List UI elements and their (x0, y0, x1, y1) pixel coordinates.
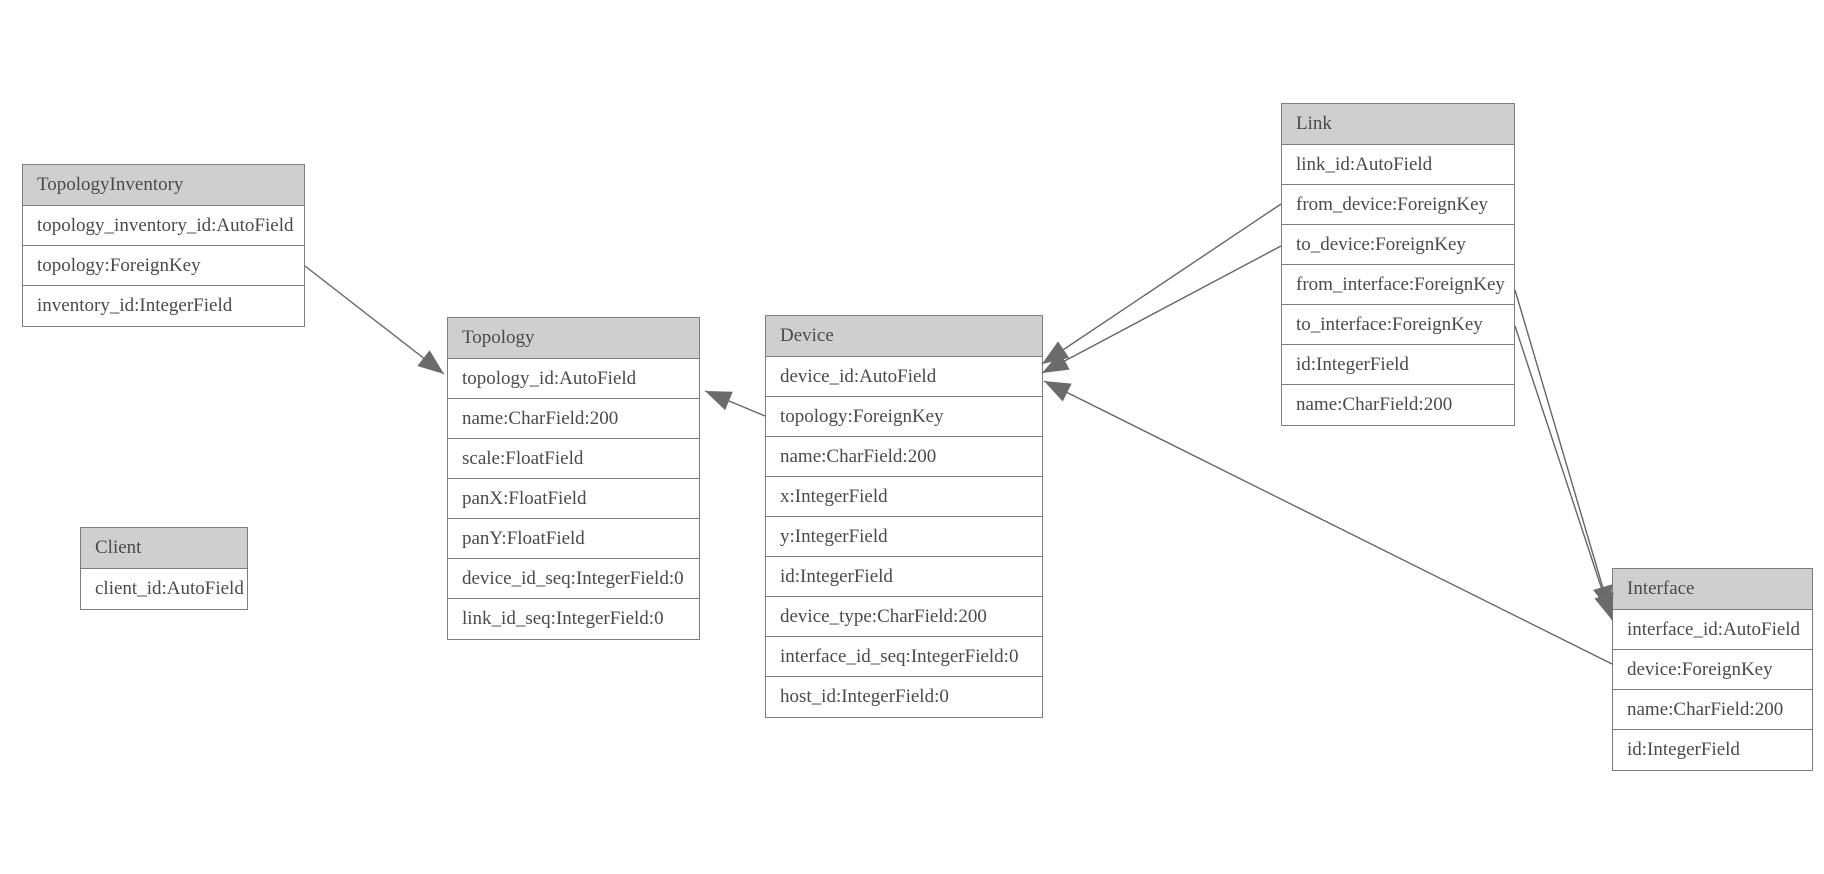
field-panX: panX:FloatField (448, 479, 699, 519)
field-topology_inventory_id: topology_inventory_id:AutoField (23, 206, 304, 246)
field-topology_id: topology_id:AutoField (448, 359, 699, 399)
field-name: name:CharField:200 (1613, 690, 1812, 730)
field-inventory_id: inventory_id:IntegerField (23, 286, 304, 326)
field-name: name:CharField:200 (766, 437, 1042, 477)
field-host_id: host_id:IntegerField:0 (766, 677, 1042, 717)
field-panY: panY:FloatField (448, 519, 699, 559)
field-scale: scale:FloatField (448, 439, 699, 479)
field-device_type: device_type:CharField:200 (766, 597, 1042, 637)
field-device_id_seq: device_id_seq:IntegerField:0 (448, 559, 699, 599)
field-id: id:IntegerField (1613, 730, 1812, 770)
field-device_id: device_id:AutoField (766, 357, 1042, 397)
field-name: name:CharField:200 (448, 399, 699, 439)
field-topology: topology:ForeignKey (23, 246, 304, 286)
field-x: x:IntegerField (766, 477, 1042, 517)
field-from_device: from_device:ForeignKey (1282, 185, 1514, 225)
field-device: device:ForeignKey (1613, 650, 1812, 690)
entity-title: Client (81, 528, 247, 569)
field-y: y:IntegerField (766, 517, 1042, 557)
field-from_interface: from_interface:ForeignKey (1282, 265, 1514, 305)
entity-title: Device (766, 316, 1042, 357)
field-interface_id_seq: interface_id_seq:IntegerField:0 (766, 637, 1042, 677)
field-to_interface: to_interface:ForeignKey (1282, 305, 1514, 345)
entity-title: Link (1282, 104, 1514, 145)
entity-title: Interface (1613, 569, 1812, 610)
field-interface_id: interface_id:AutoField (1613, 610, 1812, 650)
field-topology: topology:ForeignKey (766, 397, 1042, 437)
field-link_id_seq: link_id_seq:IntegerField:0 (448, 599, 699, 639)
field-id: id:IntegerField (766, 557, 1042, 597)
field-name: name:CharField:200 (1282, 385, 1514, 425)
field-client_id: client_id:AutoField (81, 569, 247, 609)
field-to_device: to_device:ForeignKey (1282, 225, 1514, 265)
entity-title: Topology (448, 318, 699, 359)
field-id: id:IntegerField (1282, 345, 1514, 385)
field-link_id: link_id:AutoField (1282, 145, 1514, 185)
entity-title: TopologyInventory (23, 165, 304, 206)
